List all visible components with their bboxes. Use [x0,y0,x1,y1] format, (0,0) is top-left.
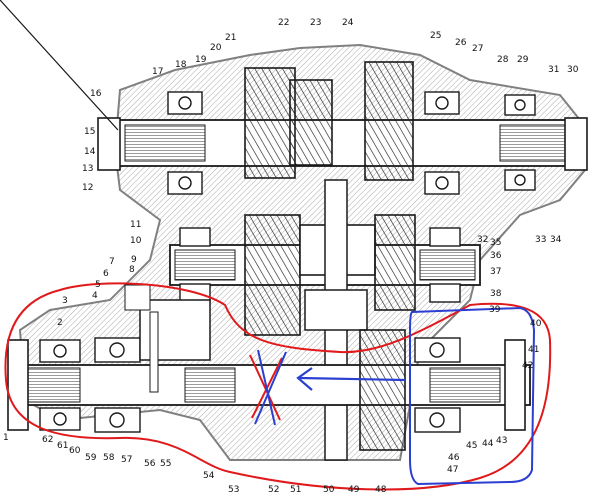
label-58: 58 [103,453,115,463]
middle-bearings [179,227,461,303]
label-60: 60 [69,446,81,456]
label-44: 44 [482,439,494,449]
cross-out-mark [249,349,287,426]
label-21: 21 [225,33,236,43]
label-2: 2 [57,318,63,328]
upper-gear-left [244,67,296,179]
label-16: 16 [90,89,102,99]
label-48: 48 [375,485,387,495]
label-10: 10 [130,236,142,246]
label-50: 50 [323,485,335,495]
label-52: 52 [268,485,279,495]
part-labels: 1 2 3 4 5 6 7 8 9 10 11 12 13 14 15 16 1… [3,18,579,495]
label-17: 17 [152,67,163,77]
label-61: 61 [57,441,68,451]
label-41: 41 [528,345,539,355]
label-15: 15 [84,127,95,137]
label-54: 54 [203,471,215,481]
label-35: 35 [490,238,501,248]
red-annotation-outline [4,282,552,491]
label-25: 25 [430,31,441,41]
label-29: 29 [517,55,529,65]
label-42: 42 [522,361,533,371]
label-43: 43 [496,436,507,446]
label-5: 5 [95,280,101,290]
upper-gear-middle [289,79,333,166]
label-57: 57 [121,455,132,465]
label-36: 36 [490,251,502,261]
upper-shaft [97,117,588,171]
label-40: 40 [530,319,542,329]
label-56: 56 [144,459,156,469]
label-49: 49 [348,485,360,495]
label-62: 62 [42,435,53,445]
label-12: 12 [82,183,93,193]
label-20: 20 [210,43,222,53]
label-28: 28 [497,55,509,65]
leader-line [0,0,119,131]
label-47: 47 [447,465,458,475]
label-31: 31 [548,65,559,75]
label-55: 55 [160,459,171,469]
label-11: 11 [130,220,141,230]
label-27: 27 [472,44,483,54]
label-9: 9 [131,255,137,265]
upper-gear-right [364,61,414,181]
label-34: 34 [550,235,562,245]
label-19: 19 [195,55,207,65]
label-45: 45 [466,441,477,451]
label-7: 7 [109,257,115,267]
label-51: 51 [290,485,301,495]
label-4: 4 [92,291,98,301]
label-39: 39 [489,305,501,315]
label-1: 1 [3,433,9,443]
label-13: 13 [82,164,93,174]
label-33: 33 [535,235,546,245]
blue-arrow [296,367,406,391]
lower-bearings [39,337,461,433]
label-37: 37 [490,267,501,277]
differential-lock-unit [124,284,211,393]
label-46: 46 [448,453,460,463]
label-59: 59 [85,453,97,463]
label-22: 22 [278,18,289,28]
label-38: 38 [490,289,502,299]
label-14: 14 [84,147,96,157]
label-53: 53 [228,485,239,495]
label-6: 6 [103,269,109,279]
upper-bearings [167,91,536,195]
label-8: 8 [129,265,135,275]
label-24: 24 [342,18,354,28]
label-18: 18 [175,60,187,70]
label-26: 26 [455,38,467,48]
blue-annotation-box [409,306,536,486]
label-32: 32 [477,235,488,245]
label-3: 3 [62,296,68,306]
label-30: 30 [567,65,579,75]
label-23: 23 [310,18,321,28]
